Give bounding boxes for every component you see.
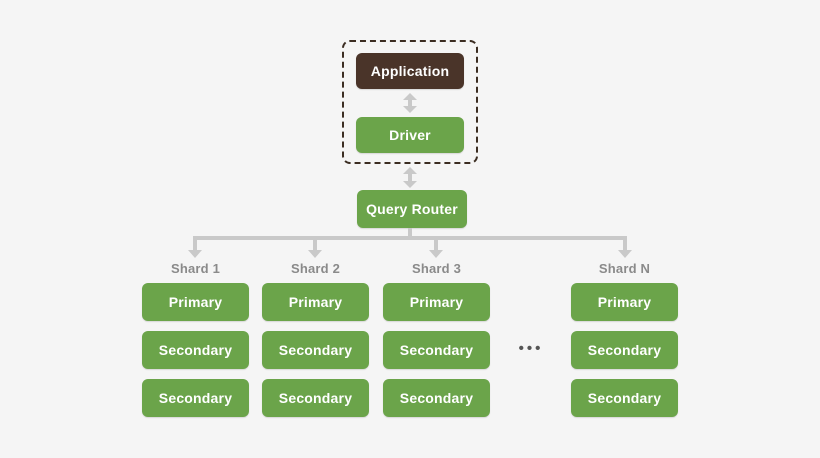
- arrow-up-icon: [403, 93, 417, 100]
- secondary-node: Secondary: [383, 331, 490, 369]
- more-shards-ellipsis: •••: [518, 340, 544, 357]
- arrow-down-icon: [403, 181, 417, 188]
- shard-column-3: Shard 3 Primary Secondary Secondary: [383, 258, 490, 427]
- secondary-node: Secondary: [142, 379, 249, 417]
- arrow-down-icon: [429, 250, 443, 258]
- shardN-arrow: [618, 240, 632, 258]
- arrow-down-icon: [618, 250, 632, 258]
- secondary-node: Secondary: [571, 331, 678, 369]
- shard-column-n: Shard N Primary Secondary Secondary: [571, 258, 678, 427]
- router-connector-stub: [408, 228, 412, 238]
- shard1-arrow: [188, 240, 202, 258]
- secondary-node: Secondary: [571, 379, 678, 417]
- shard-column-2: Shard 2 Primary Secondary Secondary: [262, 258, 369, 427]
- shard3-arrow: [429, 240, 443, 258]
- primary-node: Primary: [142, 283, 249, 321]
- arrow-down-icon: [403, 106, 417, 113]
- arrow-down-icon: [308, 250, 322, 258]
- shard-label: Shard 3: [411, 261, 462, 276]
- primary-node: Primary: [571, 283, 678, 321]
- secondary-node: Secondary: [383, 379, 490, 417]
- shard-label: Shard 2: [290, 261, 341, 276]
- driver-node: Driver: [356, 117, 464, 153]
- client-group-outline: [342, 40, 478, 164]
- primary-node: Primary: [262, 283, 369, 321]
- shard2-arrow: [308, 240, 322, 258]
- driver-router-arrow: [403, 167, 417, 188]
- secondary-node: Secondary: [262, 379, 369, 417]
- secondary-node: Secondary: [142, 331, 249, 369]
- application-label: Application: [370, 63, 450, 79]
- arrow-up-icon: [403, 167, 417, 174]
- query-router-label: Query Router: [366, 201, 458, 217]
- shard-label: Shard N: [598, 261, 651, 276]
- shard-column-1: Shard 1 Primary Secondary Secondary: [142, 258, 249, 427]
- query-router-node: Query Router: [357, 190, 467, 228]
- application-node: Application: [356, 53, 464, 89]
- fanout-horizontal-line: [193, 236, 627, 240]
- driver-label: Driver: [389, 127, 431, 143]
- arrow-down-icon: [188, 250, 202, 258]
- application-driver-arrow: [403, 93, 417, 113]
- secondary-node: Secondary: [262, 331, 369, 369]
- primary-node: Primary: [383, 283, 490, 321]
- shard-label: Shard 1: [170, 261, 221, 276]
